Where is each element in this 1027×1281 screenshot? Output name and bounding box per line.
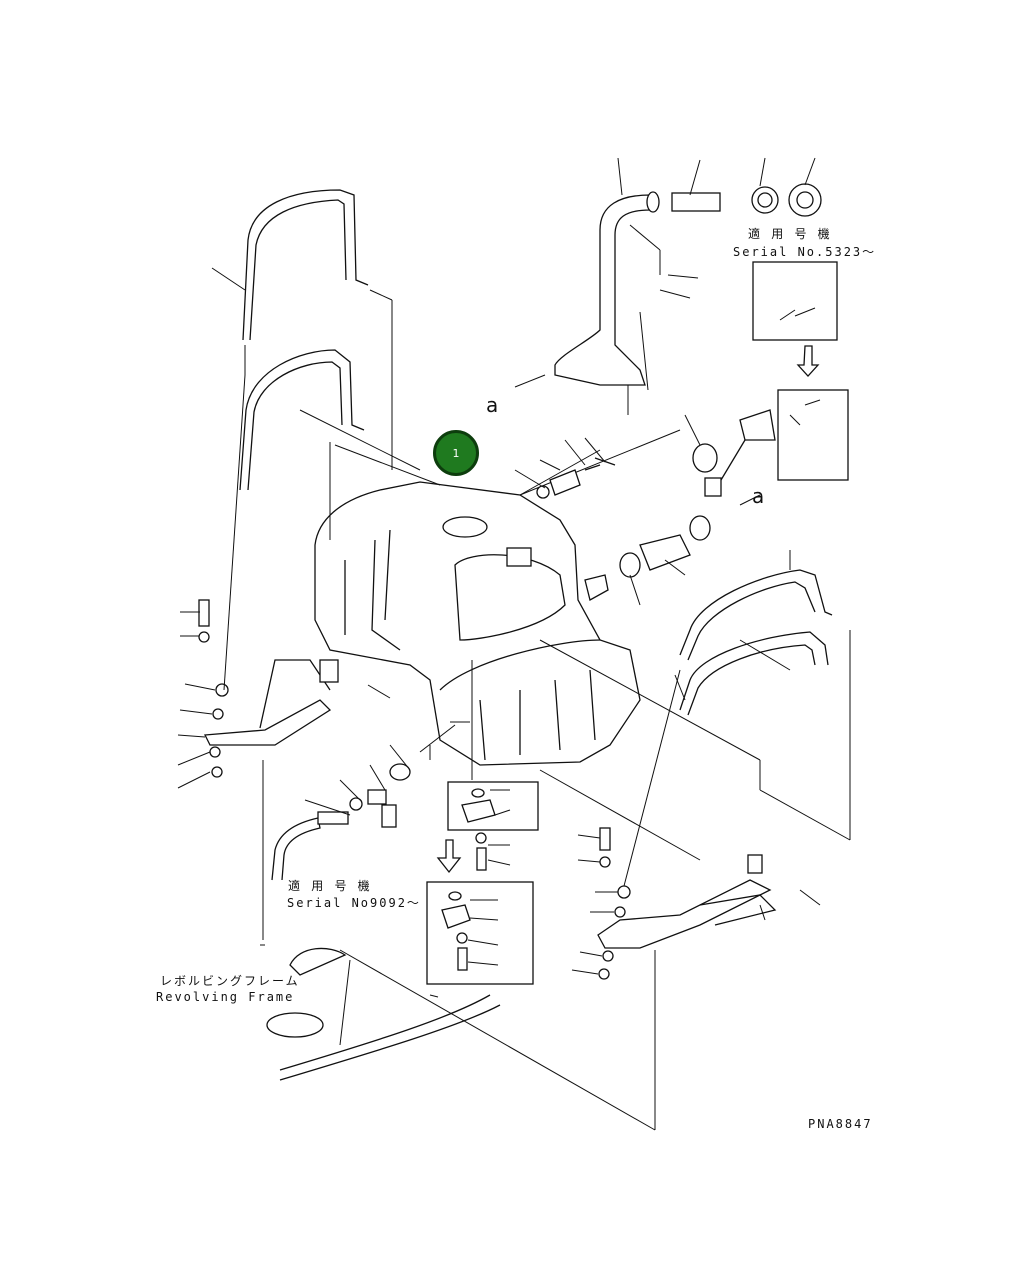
frame-label-en: Revolving Frame [156,990,295,1004]
revolving-frame [260,944,656,1131]
drain-fittings [271,724,456,881]
construction-lines [299,289,851,861]
callout-a-top: a [486,393,499,417]
right-mounting-bracket [571,669,821,1130]
callout-a-right: a [752,484,765,508]
left-mounting-bracket [177,374,391,940]
top-bracket [514,437,616,499]
drain-valve-inset [426,660,539,985]
reference-marker-1[interactable]: 1 [433,430,479,476]
fuel-tank [314,481,641,766]
level-gauge-and-hoses [519,409,776,606]
serial-top-en: Serial No.5323～ [733,245,877,259]
serial-bottom-jp: 適 用 号 機 [288,879,372,893]
left-handrail [211,189,369,491]
serial-bottom-en: Serial No9092～ [287,896,421,910]
right-handrail [674,550,833,716]
serial-top-jp: 適 用 号 機 [748,227,832,241]
drawing-code: PNA8847 [808,1117,873,1131]
frame-label-jp: レボルビングフレーム [160,974,300,988]
serial-top-inset [752,261,849,481]
filler-pipe [514,157,822,415]
